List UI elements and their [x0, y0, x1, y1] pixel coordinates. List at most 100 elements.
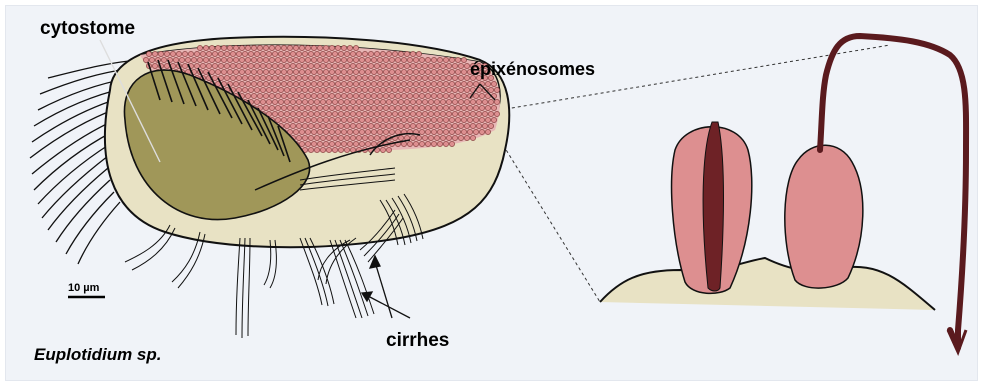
- epixenosome-dot: [383, 105, 388, 110]
- epixenosome-dot: [245, 93, 250, 98]
- epixenosome-dot: [404, 51, 409, 56]
- epixenosome-dot: [278, 111, 283, 116]
- epixenosome-dot: [299, 105, 304, 110]
- epixenosome-dot: [473, 81, 478, 86]
- epixenosome-dot: [335, 129, 340, 134]
- epixenosome-dot: [263, 81, 268, 86]
- epixenosome-dot: [407, 117, 412, 122]
- epixenosome-dot: [263, 57, 268, 62]
- epixenosome-dot: [254, 99, 259, 104]
- epixenosome-dot: [368, 111, 373, 116]
- epixenosome-dot: [386, 111, 391, 116]
- epixenosome-dot: [326, 51, 331, 56]
- epixenosome-dot: [488, 99, 493, 104]
- epixenosome-dot: [335, 57, 340, 62]
- epixenosome-dot: [368, 51, 373, 56]
- epixenosome-dot: [317, 117, 322, 122]
- epixenosome-dot: [236, 63, 241, 68]
- epixenosome-dot: [332, 51, 337, 56]
- epixenosome-dot: [398, 63, 403, 68]
- epixenosome-dot: [437, 81, 442, 86]
- epixenosome-dot: [371, 141, 376, 146]
- epixenosome-dot: [431, 117, 436, 122]
- epixenosome-dot: [299, 81, 304, 86]
- epixenosome-dot: [449, 57, 454, 62]
- epixenosome-dot: [317, 45, 322, 50]
- epixenosome-dot: [470, 135, 475, 140]
- epixenosome-dot: [293, 81, 298, 86]
- epixenosome-dot: [395, 81, 400, 86]
- epixenosome-dot: [386, 147, 391, 152]
- epixenosome-dot: [353, 117, 358, 122]
- epixenosome-dot: [338, 87, 343, 92]
- epixenosome-dot: [428, 63, 433, 68]
- epixenosome-dot: [449, 105, 454, 110]
- epixenosome-dot: [320, 63, 325, 68]
- epixenosome-dot: [437, 129, 442, 134]
- epixenosome-dot: [296, 63, 301, 68]
- epixenosome-dot: [230, 51, 235, 56]
- epixenosome-dot: [356, 111, 361, 116]
- epixenosome-dot: [272, 111, 277, 116]
- epixenosome-dot: [458, 87, 463, 92]
- epixenosome-dot: [338, 99, 343, 104]
- epixenosome-dot: [407, 69, 412, 74]
- epixenosome-dot: [329, 141, 334, 146]
- epixenosome-dot: [281, 69, 286, 74]
- epixenosome-dot: [353, 81, 358, 86]
- epixenosome-dot: [431, 57, 436, 62]
- epixenosome-dot: [347, 117, 352, 122]
- epixenosome-dot: [236, 75, 241, 80]
- epixenosome-dot: [410, 135, 415, 140]
- epixenosome-dot: [425, 129, 430, 134]
- epixenosome-dot: [491, 117, 496, 122]
- scale-bar-label: 10 µm: [68, 282, 99, 294]
- epixenosome-dot: [347, 57, 352, 62]
- epixenosome-dot: [248, 87, 253, 92]
- epixenosome-dot: [305, 129, 310, 134]
- epixenosome-dot: [359, 69, 364, 74]
- epixenosome-dot: [425, 141, 430, 146]
- epixenosome-dot: [263, 93, 268, 98]
- epixenosome-dot: [434, 87, 439, 92]
- epixenosome-dot: [332, 63, 337, 68]
- epixenosome-dot: [347, 93, 352, 98]
- epixenosome-dot: [458, 123, 463, 128]
- epixenosome-dot: [335, 141, 340, 146]
- epixenosome-dot: [335, 69, 340, 74]
- epixenosome-dot: [317, 81, 322, 86]
- epixenosome-dot: [272, 99, 277, 104]
- epixenosome-dot: [200, 63, 205, 68]
- epixenosome-dot: [248, 63, 253, 68]
- epixenosome-dot: [365, 129, 370, 134]
- epixenosome-dot: [446, 111, 451, 116]
- epixenosome-dot: [236, 87, 241, 92]
- epixenosome-dot: [323, 141, 328, 146]
- epixenosome-dot: [392, 51, 397, 56]
- epixenosome-dot: [374, 63, 379, 68]
- epixenosome-dot: [305, 93, 310, 98]
- epixenosome-dot: [368, 135, 373, 140]
- epixenosome-dot: [245, 45, 250, 50]
- epixenosome-dot: [206, 51, 211, 56]
- epixenosome-dot: [413, 93, 418, 98]
- epixenosome-dot: [344, 135, 349, 140]
- epixenosome-dot: [299, 45, 304, 50]
- epixenosome-dot: [302, 51, 307, 56]
- epixenosome-dot: [302, 135, 307, 140]
- epixenosome-dot: [323, 69, 328, 74]
- epixenosome-dot: [389, 129, 394, 134]
- epixenosome-dot: [461, 93, 466, 98]
- epixenosome-dot: [341, 45, 346, 50]
- cytostome-label: cytostome: [40, 18, 135, 40]
- epixenosome-dot: [278, 75, 283, 80]
- epixenosome-dot: [299, 57, 304, 62]
- epixenosome-dot: [266, 99, 271, 104]
- epixenosome-dot: [260, 87, 265, 92]
- epixenosome-dot: [341, 117, 346, 122]
- epixenosome-dot: [479, 117, 484, 122]
- epixenosome-dot: [440, 135, 445, 140]
- epixenosome-dot: [269, 93, 274, 98]
- epixenosome-dot: [302, 123, 307, 128]
